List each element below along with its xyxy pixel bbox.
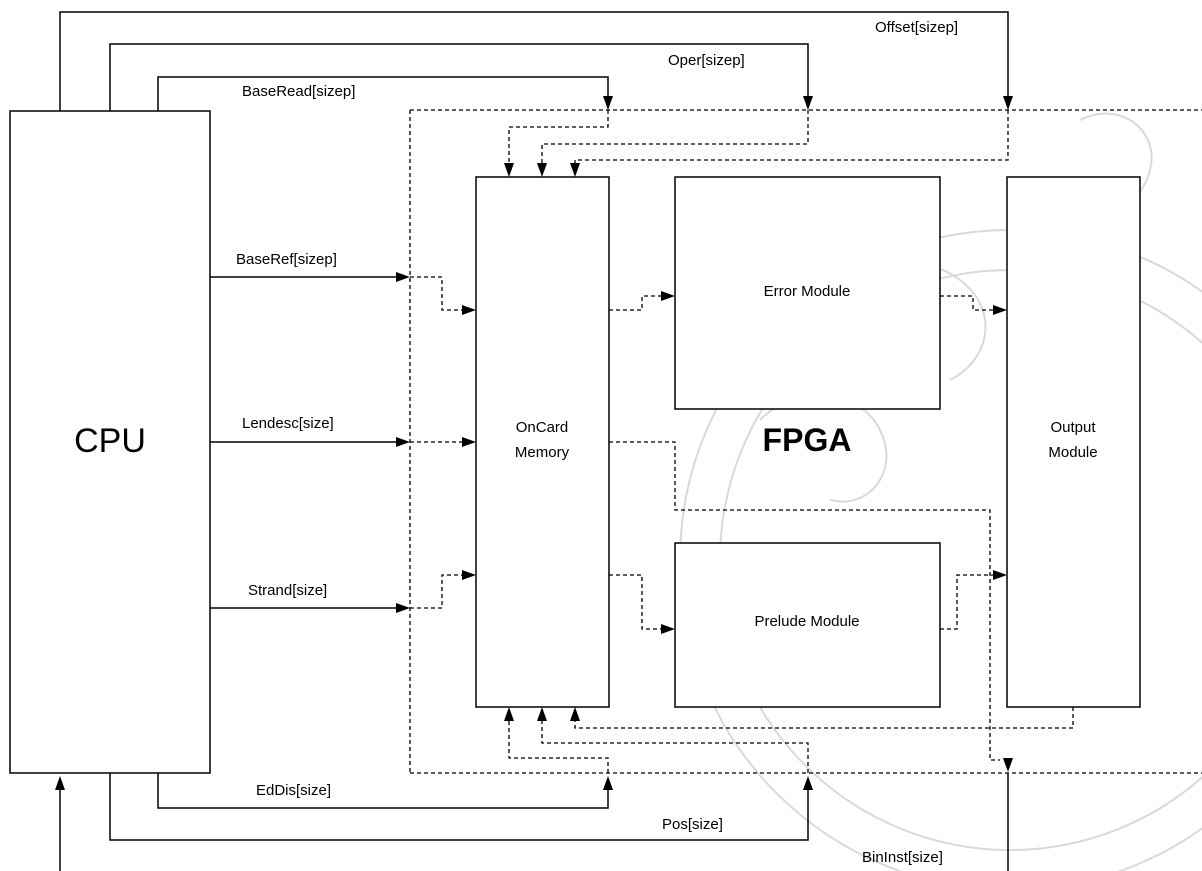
lendesc-bus [210, 437, 476, 447]
error-module-label: Error Module [764, 283, 851, 300]
baseref-bus [210, 272, 476, 315]
top-dashed-feeds [504, 110, 1008, 177]
output-module-label-line1: Output [1050, 419, 1096, 436]
prelude-to-output [940, 570, 1007, 629]
oper-label: Oper[sizep] [668, 52, 745, 69]
output-module-label-line2: Module [1048, 444, 1097, 461]
output-to-memory-feedback [570, 707, 1073, 728]
cpu-block: CPU [10, 111, 210, 773]
oncard-memory-label-line2: Memory [515, 444, 570, 461]
oncard-memory-label-line1: OnCard [516, 419, 569, 436]
baseread-bus [158, 77, 613, 111]
bininst-label: BinInst[size] [862, 849, 943, 866]
oncard-memory-block: OnCard Memory [476, 177, 609, 707]
memory-to-error [609, 291, 675, 310]
lendesc-label: Lendesc[size] [242, 415, 334, 432]
cpu-label: CPU [74, 422, 146, 460]
error-module-block: Error Module [675, 177, 940, 409]
eddis-bus [158, 773, 613, 808]
eddis-label: EdDis[size] [256, 782, 331, 799]
output-module-block: Output Module [1007, 177, 1140, 707]
offset-bus [60, 12, 1013, 111]
eddis-to-memory [504, 707, 608, 773]
offset-label: Offset[sizep] [875, 19, 958, 36]
baseread-label: BaseRead[sizep] [242, 83, 355, 100]
pos-label: Pos[size] [662, 816, 723, 833]
error-to-output [940, 296, 1007, 315]
prelude-module-block: Prelude Module [675, 543, 940, 707]
strand-label: Strand[size] [248, 582, 327, 599]
baseref-label: BaseRef[sizep] [236, 251, 337, 268]
memory-to-prelude [609, 575, 675, 634]
fpga-label: FPGA [763, 422, 852, 458]
prelude-module-label: Prelude Module [754, 613, 859, 630]
